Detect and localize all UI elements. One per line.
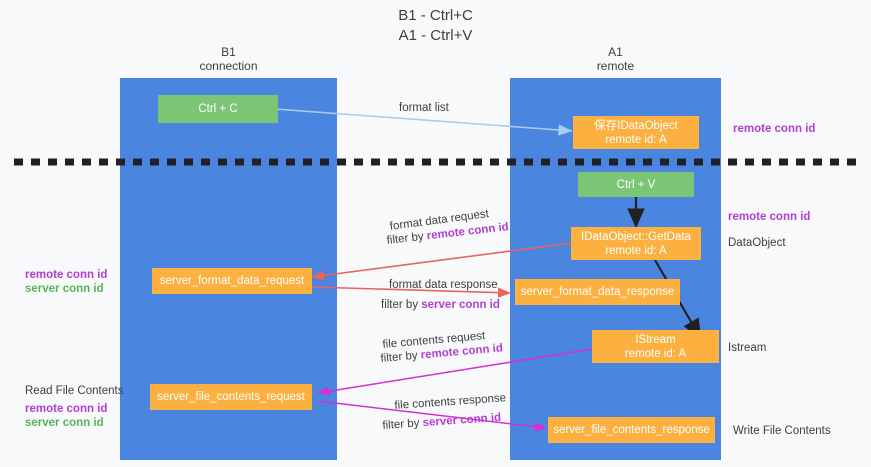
page-title-line1: B1 - Ctrl+C <box>398 7 473 24</box>
box-server-format-data-request[interactable]: server_format_data_request <box>152 268 312 294</box>
label-left-server-conn-id-bot: server conn id <box>25 417 104 429</box>
arrow-file-contents-response <box>317 400 547 432</box>
box-istream-title: IStream <box>635 333 676 346</box>
label-right-istream: Istream <box>728 342 767 354</box>
label-right-dataobject: DataObject <box>728 237 786 249</box>
label-left-remote-conn-id-mid: remote conn id <box>25 269 108 281</box>
label-left-remote-conn-id-bot: remote conn id <box>25 403 108 415</box>
column-header-a1-name: A1 <box>608 45 623 59</box>
arrow-format-list <box>274 108 573 136</box>
caption-format-data-request-prefix: filter by <box>386 230 428 247</box>
box-server-format-data-response[interactable]: server_format_data_response <box>515 279 680 305</box>
label-left-server-conn-id-mid: server conn id <box>25 283 104 295</box>
arrow-file-contents-request <box>317 348 593 397</box>
box-istream[interactable]: IStream remote id: A <box>592 330 719 363</box>
column-header-b1-name: B1 <box>221 45 236 59</box>
column-header-b1: B1 connection <box>120 45 337 73</box>
box-save-idataobject[interactable]: 保存IDataObject remote id: A <box>573 116 699 149</box>
box-save-idataobject-title: 保存IDataObject <box>594 119 678 132</box>
box-ctrl-v-label: Ctrl + V <box>616 178 656 191</box>
arrow-format-data-response <box>311 286 511 298</box>
caption-format-data-response-filterkey: server conn id <box>421 299 500 311</box>
box-server-file-contents-response[interactable]: server_file_contents_response <box>548 417 715 443</box>
label-right-write-file-contents: Write File Contents <box>733 425 831 437</box>
arrow-format-data-request <box>311 242 573 281</box>
column-header-a1: A1 remote <box>510 45 721 73</box>
box-idataobject-getdata-title: IDataObject::GetData <box>581 230 691 243</box>
page-title: B1 - Ctrl+C A1 - Ctrl+V <box>0 6 871 46</box>
caption-format-list: format list <box>399 102 449 114</box>
box-server-format-data-request-label: server_format_data_request <box>159 275 305 287</box>
box-ctrl-c[interactable]: Ctrl + C <box>158 95 278 123</box>
box-ctrl-c-label: Ctrl + C <box>198 103 238 115</box>
caption-format-data-response-line2: filter by server conn id <box>381 298 500 313</box>
caption-file-contents-response-prefix: filter by <box>382 417 424 432</box>
box-server-format-data-response-label: server_format_data_response <box>520 286 675 298</box>
box-idataobject-getdata-remoteid: remote id: A <box>605 244 667 257</box>
column-header-b1-sub: connection <box>199 59 258 73</box>
caption-format-data-response-prefix: filter by <box>381 299 422 311</box>
box-server-file-contents-request[interactable]: server_file_contents_request <box>150 384 312 410</box>
page-title-line2: A1 - Ctrl+V <box>398 27 473 44</box>
box-istream-remoteid: remote id: A <box>624 347 687 360</box>
label-right-remote-conn-id-top: remote conn id <box>733 123 816 135</box>
box-save-idataobject-remoteid: remote id: A <box>605 133 667 146</box>
column-header-a1-sub: remote <box>596 59 635 73</box>
box-ctrl-v[interactable]: Ctrl + V <box>578 172 694 197</box>
label-left-read-file-contents: Read File Contents <box>25 385 124 397</box>
caption-file-contents-request-prefix: filter by <box>380 349 422 365</box>
label-right-remote-conn-id-mid: remote conn id <box>728 211 811 223</box>
caption-format-data-response-line1: format data response <box>389 279 498 291</box>
box-server-file-contents-response-label: server_file_contents_response <box>553 424 710 436</box>
box-idataobject-getdata[interactable]: IDataObject::GetData remote id: A <box>571 227 701 260</box>
box-server-file-contents-request-label: server_file_contents_request <box>157 391 305 403</box>
